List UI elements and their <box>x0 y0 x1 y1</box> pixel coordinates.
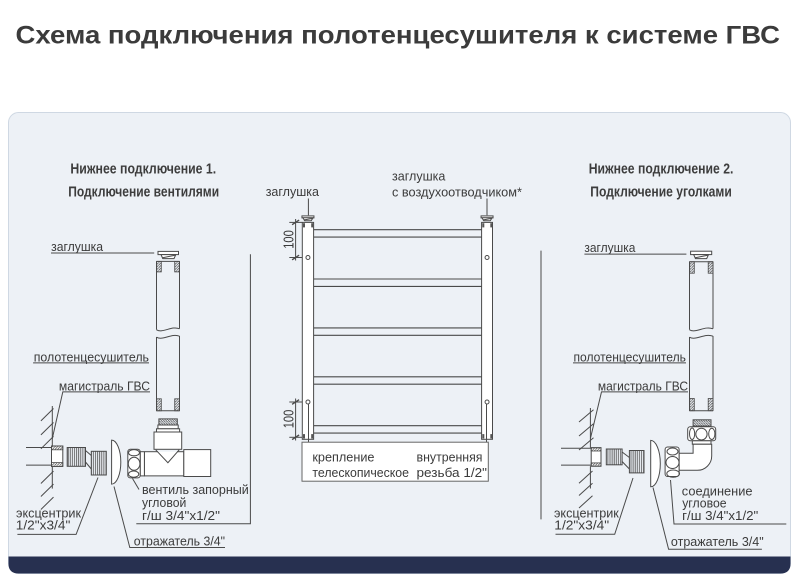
svg-text:магистраль ГВС: магистраль ГВС <box>598 378 688 393</box>
svg-text:Нижнее подключение 2.: Нижнее подключение 2. <box>589 162 734 178</box>
svg-text:Подключение вентилями: Подключение вентилями <box>68 184 219 200</box>
svg-text:г/ш 3/4"x1/2": г/ш 3/4"x1/2" <box>142 508 220 523</box>
svg-text:магистраль ГВС: магистраль ГВС <box>59 378 150 393</box>
svg-text:внутренняя: внутренняя <box>417 450 483 465</box>
svg-text:100: 100 <box>280 230 297 249</box>
svg-text:телескопическое: телескопическое <box>312 465 409 480</box>
svg-text:заглушка: заглушка <box>392 168 446 183</box>
svg-text:заглушка: заглушка <box>266 184 320 199</box>
svg-text:угловое: угловое <box>682 496 726 511</box>
svg-text:с воздухоотводчиком*: с воздухоотводчиком* <box>392 184 522 199</box>
svg-text:вентиль запорный: вентиль запорный <box>142 482 249 497</box>
svg-text:Схема подключения полотенцесуш: Схема подключения полотенцесушителя к си… <box>16 22 781 50</box>
svg-text:100: 100 <box>280 410 297 429</box>
svg-text:эксцентрик: эксцентрик <box>16 506 81 521</box>
svg-text:крепление: крепление <box>312 450 374 465</box>
svg-text:1/2"x3/4": 1/2"x3/4" <box>16 518 71 533</box>
svg-text:1/2"x3/4": 1/2"x3/4" <box>554 518 609 533</box>
svg-text:Подключение уголками: Подключение уголками <box>590 184 732 200</box>
svg-text:Нижнее подключение 1.: Нижнее подключение 1. <box>70 162 216 178</box>
svg-text:полотенцесушитель: полотенцесушитель <box>34 349 150 364</box>
svg-text:резьба 1/2": резьба 1/2" <box>417 465 488 480</box>
svg-text:заглушка: заглушка <box>584 240 636 255</box>
svg-text:угловой: угловой <box>142 495 186 510</box>
svg-text:отражатель 3/4": отражатель 3/4" <box>671 534 764 549</box>
svg-text:отражатель 3/4": отражатель 3/4" <box>134 534 226 549</box>
svg-text:эксцентрик: эксцентрик <box>554 506 619 521</box>
svg-text:г/ш 3/4"x1/2": г/ш 3/4"x1/2" <box>682 508 758 523</box>
svg-text:заглушка: заглушка <box>51 239 104 254</box>
svg-text:полотенцесушитель: полотенцесушитель <box>574 349 687 364</box>
svg-text:соединение: соединение <box>682 484 753 499</box>
